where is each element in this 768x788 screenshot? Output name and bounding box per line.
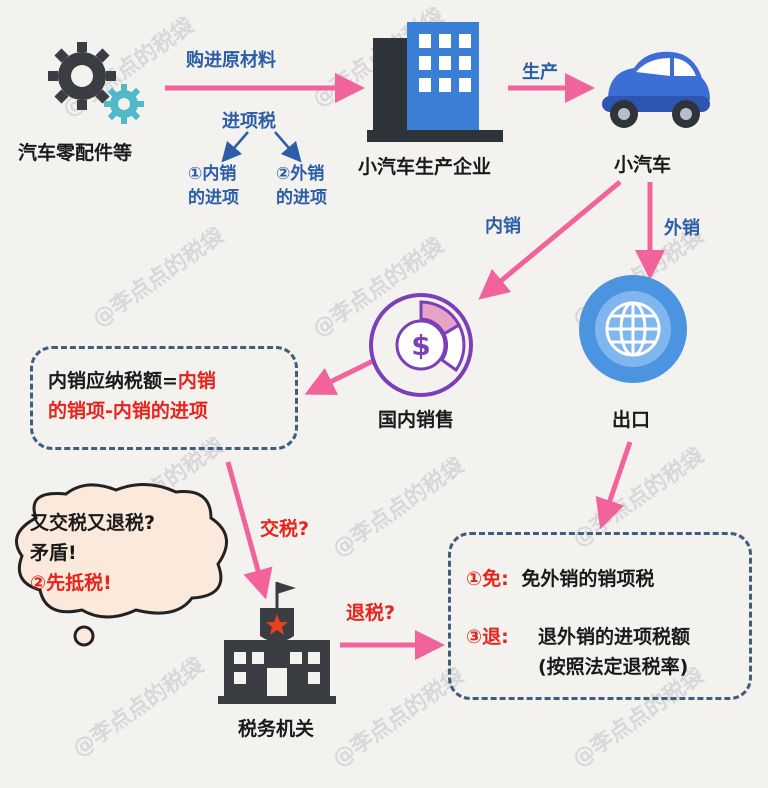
refund-label: ③退: xyxy=(466,626,509,648)
refund-tax-label: 退税? xyxy=(346,602,396,624)
tax-office-label: 税务机关 xyxy=(238,718,315,740)
produce-label: 生产 xyxy=(522,62,558,83)
domestic-label: 国内销售 xyxy=(378,409,455,431)
refund-text-line2: (按照法定退税率) xyxy=(538,656,689,678)
thought-text: 又交税又退税? 矛盾! ②先抵税! xyxy=(30,508,155,598)
exempt-text: 免外销的销项税 xyxy=(521,568,655,590)
refund-row: ③退: xyxy=(466,622,509,652)
buy-materials-label: 购进原材料 xyxy=(186,50,276,71)
refund-box xyxy=(448,532,752,700)
thought-line2: 矛盾! xyxy=(30,542,77,564)
input-domestic-line2: 的进项 xyxy=(188,188,239,208)
input-domestic-label: ①内销 的进项 xyxy=(188,162,239,210)
thought-bubble xyxy=(14,483,228,647)
globe-icon xyxy=(579,275,687,383)
input-export-label: ②外销 的进项 xyxy=(276,162,327,210)
input-export-line2: 的进项 xyxy=(276,188,327,208)
thought-line3: ②先抵税! xyxy=(30,572,112,594)
arrow-input-export xyxy=(274,131,302,163)
arrow-input-domestic xyxy=(221,131,249,163)
exempt-label: ①免: xyxy=(466,568,509,590)
input-tax-label: 进项税 xyxy=(222,111,276,132)
gears-icon xyxy=(48,42,144,124)
arrow-to-formula xyxy=(304,357,377,395)
factory-label: 小汽车生产企业 xyxy=(358,156,492,178)
input-export-line1: ②外销 xyxy=(276,164,325,184)
export-sale-label: 外销 xyxy=(664,218,700,239)
svg-text:$: $ xyxy=(411,329,430,362)
formula-part1: 内销应纳税额= xyxy=(48,370,178,392)
car-label: 小汽车 xyxy=(614,154,672,176)
thought-line1: 又交税又退税? xyxy=(30,512,156,534)
formula-part2: 内销 xyxy=(177,370,216,392)
arrow-export-to-box xyxy=(595,441,633,530)
factory-icon xyxy=(367,22,503,142)
domestic-sales-icon: $ xyxy=(369,293,473,397)
car-icon xyxy=(602,51,710,128)
formula-text: 内销应纳税额=内销 的销项-内销的进项 xyxy=(48,366,216,426)
input-domestic-line1: ①内销 xyxy=(188,164,237,184)
formula-box xyxy=(30,346,298,450)
refund-text-line1: 退外销的进项税额 xyxy=(538,626,691,648)
pay-tax-label: 交税? xyxy=(260,518,310,540)
export-label: 出口 xyxy=(612,409,651,431)
exempt-row: ①免: 免外销的销项税 xyxy=(466,564,654,591)
parts-label: 汽车零配件等 xyxy=(18,142,133,164)
tax-office-icon xyxy=(218,582,336,704)
arrow-pay-tax xyxy=(225,461,273,600)
domestic-sale-label: 内销 xyxy=(485,216,521,237)
refund-text: 退外销的进项税额 (按照法定退税率) xyxy=(538,622,690,682)
arrow-domestic-sale xyxy=(478,180,622,300)
formula-part3: 的销项-内销的进项 xyxy=(48,400,208,422)
